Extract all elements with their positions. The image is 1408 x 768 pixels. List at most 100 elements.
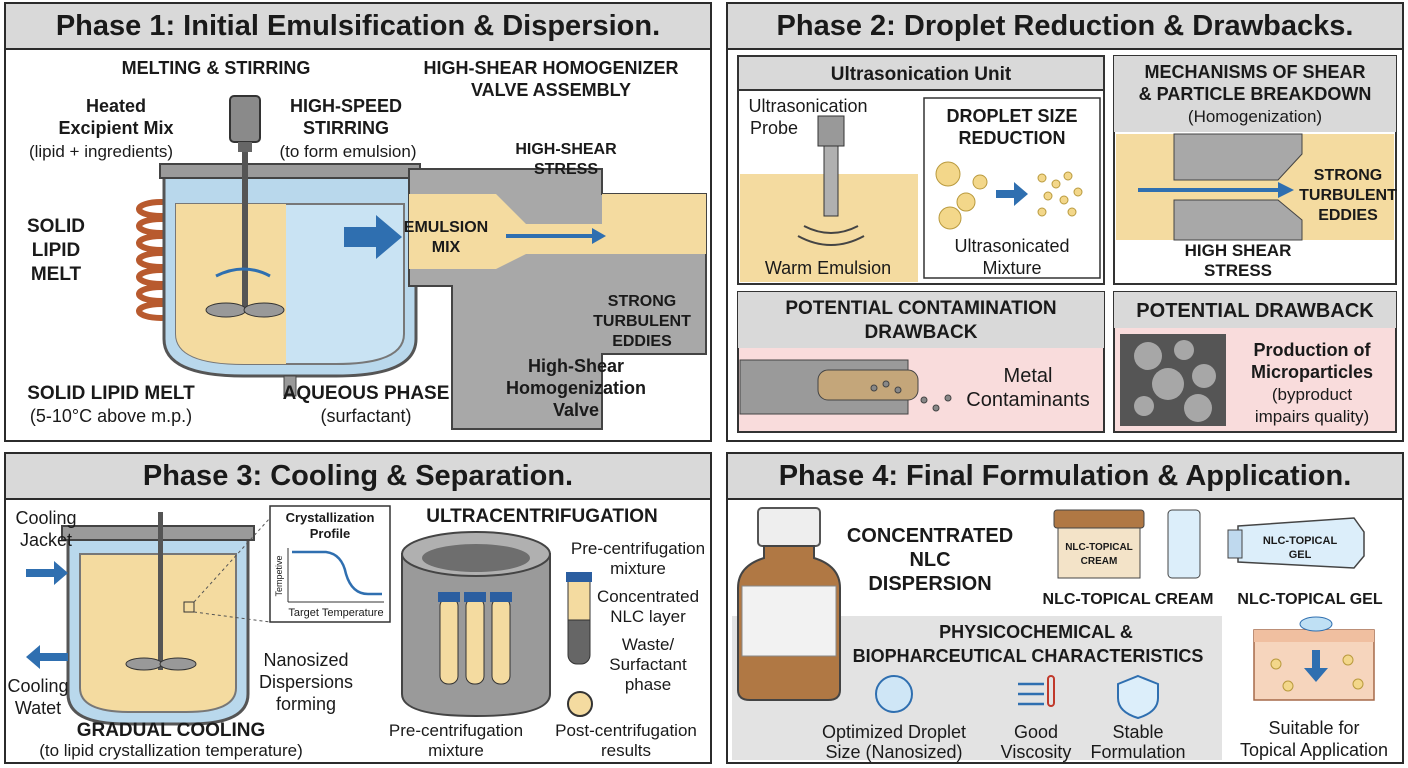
viscosity-icon	[1018, 675, 1055, 707]
pre-centrifugation-bottom-2: mixture	[428, 741, 484, 760]
cream-caption: NLC-TOPICAL CREAM	[1043, 591, 1214, 608]
cream-jar-label: NLC-TOPICAL	[1065, 542, 1133, 553]
valve-label: High-Shear	[528, 356, 624, 376]
production-label-2: Microparticles	[1251, 362, 1373, 382]
solid-lipid-label-2: LIPID	[32, 240, 81, 261]
feature-stable-label: Stable	[1112, 722, 1163, 742]
nanosized-label-3: forming	[276, 694, 336, 714]
heated-mix-label-2: Excipient Mix	[58, 118, 173, 138]
mechanisms-label: MECHANISMS OF SHEAR	[1144, 62, 1365, 82]
droplet-size-label-2: REDUCTION	[959, 128, 1066, 148]
phase2-diagram: Ultrasonication Unit Ultrasonication Pro…	[737, 55, 1397, 433]
crystallization-title: Crystallization	[286, 510, 375, 525]
production-sub-2: impairs quality)	[1255, 407, 1369, 426]
microparticles-image-icon	[1120, 334, 1226, 426]
ultrasonicated-label-2: Mixture	[982, 258, 1041, 278]
shear-mechanism-icon	[1116, 133, 1394, 241]
droplet-size-label: DROPLET SIZE	[946, 106, 1077, 126]
nanosized-label-2: Dispersions	[259, 672, 353, 692]
crystallization-title-2: Profile	[310, 526, 350, 541]
mechanisms-label-2: & PARTICLE BREAKDOWN	[1139, 84, 1372, 104]
heated-mix-label: Heated	[86, 96, 146, 116]
pre-centrifugation-top: Pre-centrifugation	[571, 539, 705, 558]
shield-icon	[1117, 674, 1159, 720]
pre-centrifugation-bottom: Pre-centrifugation	[389, 721, 523, 740]
stirrer-icon	[205, 95, 285, 318]
gel-tube-icon	[1227, 517, 1365, 569]
shear-stress-label-2: STRESS	[534, 161, 598, 178]
production-sub: (byproduct	[1272, 385, 1353, 404]
phase1-diagram: MELTING & STIRRING Heated Excipient Mix …	[27, 58, 707, 430]
gradual-cooling-sub: (to lipid crystallization temperature)	[39, 741, 303, 760]
gel-caption: NLC-TOPICAL GEL	[1237, 591, 1382, 608]
high-shear-stress-label: HIGH SHEAR	[1185, 241, 1292, 260]
probe-tip-icon	[739, 359, 952, 415]
probe-label-2: Probe	[750, 118, 798, 138]
ultrasonication-probe-icon	[797, 115, 865, 246]
metal-label-2: Contaminants	[966, 389, 1089, 411]
solid-lipid-label: SOLID	[27, 216, 85, 237]
waste-phase-label-3: phase	[625, 675, 671, 694]
heated-mix-sub: (lipid + ingredients)	[29, 142, 173, 161]
emulsion-mix-label-2: MIX	[432, 239, 461, 256]
cooling-jacket-label-2: Jacket	[20, 530, 72, 550]
concentrated-layer-label: Concentrated	[597, 587, 699, 606]
dispersion-label: CONCENTRATED	[847, 525, 1013, 547]
centrifuge-icon	[401, 531, 593, 718]
stirring-label-2: STIRRING	[303, 118, 389, 138]
eddies-label: STRONG	[608, 293, 676, 310]
contamination-label: POTENTIAL CONTAMINATION	[785, 298, 1056, 319]
cream-jar-label-2: CREAM	[1081, 556, 1118, 567]
post-centrifugation-label-2: results	[601, 741, 651, 760]
crystallization-xlabel: Target Temperature	[288, 607, 383, 619]
mixing-vessel-icon	[159, 163, 421, 397]
crystallization-profile-chart	[269, 505, 391, 623]
homogenizer-valve-icon	[408, 168, 707, 430]
crystallization-ylabel: Tempetive	[274, 555, 284, 596]
droplet-icon	[875, 675, 913, 713]
post-centrifugation-label: Post-centrifugation	[555, 721, 697, 740]
pre-centrifugation-top-2: mixture	[610, 559, 666, 578]
stirring-sub: (to form emulsion)	[280, 142, 417, 161]
aqueous-label: AQUEOUS PHASE	[283, 383, 450, 404]
topical-label-2: Topical Application	[1240, 740, 1388, 760]
phase2-panel: Phase 2: Droplet Reduction & Drawbacks. …	[726, 2, 1404, 442]
shear-stress-label: HIGH-SHEAR	[515, 141, 617, 158]
valve-label-3: Valve	[553, 400, 599, 420]
cooling-water-label-2: Watet	[15, 698, 61, 718]
eddies-label-2: TURBULENT	[1299, 187, 1397, 204]
lipid-melt-sub: (5-10°C above m.p.)	[30, 406, 192, 426]
eddies-label-3: EDDIES	[1318, 207, 1378, 224]
skin-layer-icon	[1253, 616, 1375, 701]
eddies-label: STRONG	[1314, 167, 1382, 184]
eddies-label-3: EDDIES	[612, 333, 672, 350]
phase2-title: Phase 2: Droplet Reduction & Drawbacks.	[728, 4, 1402, 50]
warm-emulsion-label: Warm Emulsion	[765, 258, 891, 278]
homogenizer-title: HIGH-SHEAR HOMOGENIZER	[423, 58, 678, 78]
lipid-melt-label: SOLID LIPID MELT	[27, 383, 195, 404]
waste-phase-label-2: Surfactant	[609, 655, 687, 674]
phase3-diagram: Cooling Jacket Cooling Watet Nanosized D…	[7, 505, 705, 760]
emulsion-mix-label: EMULSION	[404, 219, 488, 236]
probe-label: Ultrasonication	[748, 96, 867, 116]
characteristics-label-2: BIOPHARCEUTICAL CHARACTERISTICS	[853, 646, 1204, 666]
process-arrow-icon	[344, 215, 402, 259]
feature-viscosity-label: Good	[1014, 722, 1058, 742]
valve-label-2: Homogenization	[506, 378, 646, 398]
metal-label: Metal	[1004, 365, 1053, 387]
dispersion-label-2: NLC	[909, 549, 950, 571]
dispersion-bottle-icon	[737, 507, 841, 701]
production-label: Production of	[1254, 340, 1372, 360]
waste-phase-label: Waste/	[622, 635, 675, 654]
phase3-title: Phase 3: Cooling & Separation.	[6, 454, 710, 500]
feature-droplet-label: Optimized Droplet	[822, 722, 966, 742]
nanosized-label: Nanosized	[263, 650, 348, 670]
contamination-label-2: DRAWBACK	[865, 322, 978, 343]
feature-stable-label-2: Formulation	[1090, 742, 1185, 762]
ultrasonication-header: Ultrasonication Unit	[831, 64, 1012, 85]
droplet-reduction-icon	[935, 161, 1083, 230]
cooling-water-label: Cooling	[7, 676, 68, 696]
solid-lipid-label-3: MELT	[31, 264, 82, 285]
concentrated-layer-label-2: NLC layer	[610, 607, 686, 626]
ultracentrifugation-title: ULTRACENTRIFUGATION	[426, 506, 658, 527]
